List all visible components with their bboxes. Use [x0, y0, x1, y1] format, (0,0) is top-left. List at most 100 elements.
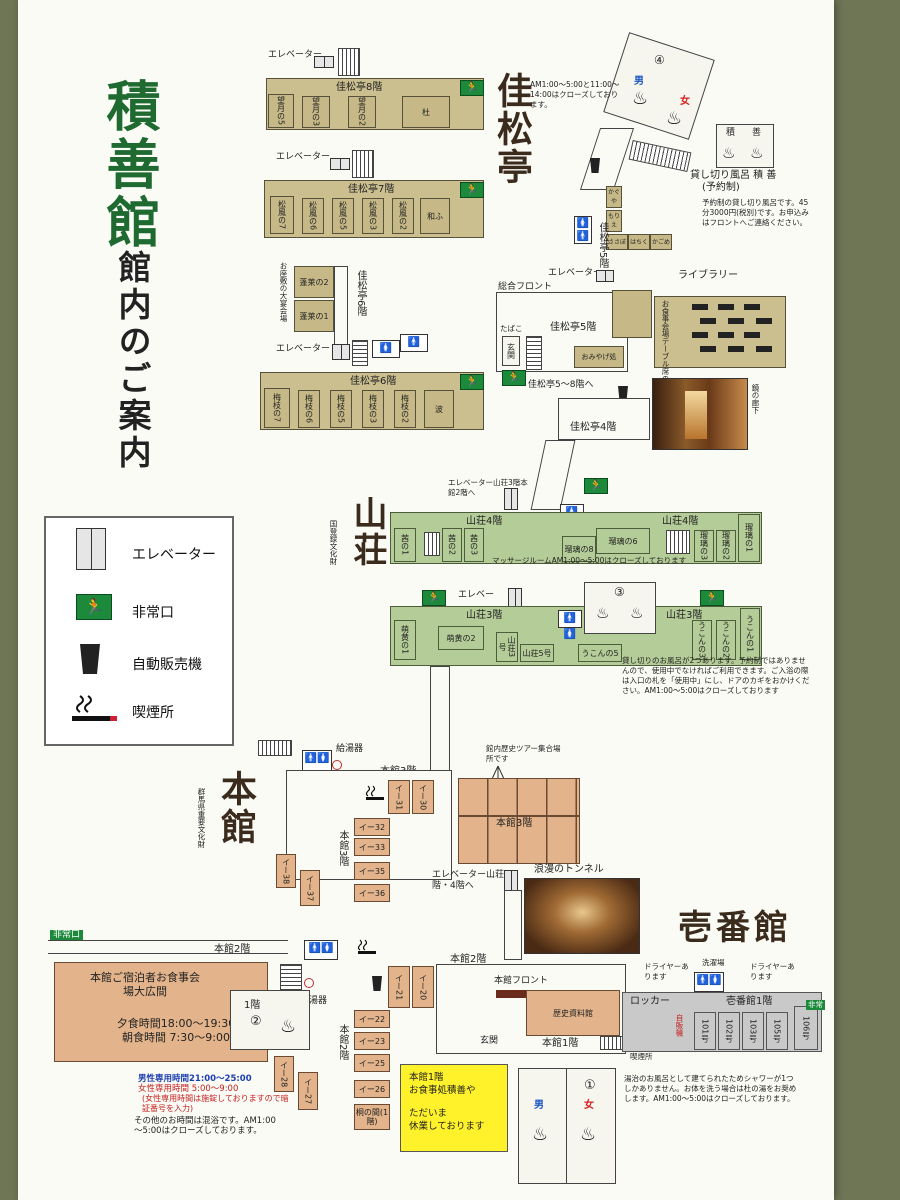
room: 茜の1	[394, 528, 416, 562]
elevator-icon	[504, 870, 518, 892]
floor-label: 佳松亭7階	[348, 184, 395, 195]
men-label: 男	[534, 1100, 544, 1111]
stairs	[600, 1036, 624, 1050]
bath-4-note: AM1:00～5:00と11:00～14:00はクローズしております。	[530, 80, 620, 109]
room: 望月の2	[348, 96, 376, 128]
women-label: 女	[680, 96, 690, 107]
elevator-icon	[76, 528, 106, 570]
stairs	[666, 530, 690, 554]
vending-label: 自販機	[675, 1014, 684, 1037]
elevator-label: エレベーター山荘3階・4階へ	[432, 870, 510, 891]
hot-spring-icon: ♨	[280, 1016, 297, 1037]
stairs	[628, 139, 692, 173]
room: イー25	[354, 1054, 390, 1072]
room: 松風の5	[332, 198, 354, 234]
floor-label: 佳松亭4階	[570, 422, 617, 433]
hot-spring-icon: ♨	[596, 604, 610, 622]
legend-label: 非常口	[132, 605, 174, 621]
bath-1	[518, 1068, 616, 1184]
floor-label: 壱番館1階	[726, 996, 773, 1007]
front-desk-label: 本館フロント	[494, 976, 549, 986]
room: イー22	[354, 1010, 390, 1028]
vending-machine-icon	[372, 976, 382, 991]
guide-sheet: 積善館 館内のご案内 エレベーター 🏃 非常口 自動販売機 喫煙所 佳松亭 エレ…	[18, 0, 834, 1200]
room: 萌黄の1	[394, 620, 416, 660]
elevator-label: エレベーター山荘3階本館2階へ	[448, 478, 528, 497]
bath-label: 積	[726, 128, 736, 138]
legend-label: 喫煙所	[132, 705, 174, 721]
private-bath-title: 貸し切り風呂 積 善	[690, 170, 777, 181]
table-layout	[692, 304, 772, 352]
tunnel-photo	[524, 878, 640, 954]
tunnel-label: 浪漫のトンネル	[534, 864, 604, 875]
room: かごめ	[650, 234, 672, 250]
front-desk-label: 総合フロント	[498, 282, 553, 292]
library	[612, 290, 652, 338]
emergency-exit-icon: 🏃	[460, 80, 484, 96]
room: イー31	[388, 780, 410, 814]
sink-label: 洗濯場	[702, 958, 725, 967]
bath-number: ②	[250, 1014, 262, 1029]
room: かぐや	[606, 186, 622, 208]
stairs	[338, 48, 360, 76]
honkan-name: 本館	[215, 770, 257, 846]
entrance-label: 玄関	[480, 1036, 499, 1046]
room: 松風の6	[302, 198, 324, 234]
floor-label: 山荘3階	[666, 610, 703, 621]
bath-2	[230, 990, 310, 1050]
tour-label: 館内歴史ツアー集合場所です	[486, 744, 561, 763]
room: 106号	[794, 1006, 818, 1050]
legend-smoking: 喫煙所	[62, 690, 224, 730]
floor-label: 本館2階	[214, 944, 251, 955]
emergency-exit-icon: 🏃	[76, 594, 112, 620]
room: イー38	[276, 854, 296, 888]
room: 梅枝の5	[330, 390, 352, 428]
mirror-corridor-photo	[652, 378, 748, 450]
divider	[566, 1068, 567, 1184]
ichibankan-name: 壱番館	[678, 908, 792, 948]
women-label: 女	[584, 1100, 594, 1111]
hot-spring-icon: ♨	[750, 144, 764, 162]
dining-title: 本館ご宿泊者お食事会場大広間	[90, 971, 200, 998]
floor-label: 佳松亭8階	[336, 82, 383, 93]
room: イー27	[298, 1072, 318, 1110]
room: 蓬莱の1	[294, 300, 334, 332]
floor-label: 佳松亭6階	[355, 270, 366, 317]
room: 梅枝の3	[362, 390, 384, 428]
room: 瑠璃の1	[738, 514, 760, 562]
corridor	[430, 666, 450, 776]
smoking-label: 喫煙所	[630, 1052, 653, 1061]
room: イー35	[354, 862, 390, 880]
stairs	[352, 150, 374, 178]
history-room: 歴史資料館	[526, 990, 620, 1036]
dinner-time: 夕食時間18:00～19:30	[116, 1017, 236, 1030]
floor-label: 山荘4階	[662, 516, 699, 527]
notice-line: 休業しております	[409, 1121, 485, 1132]
restroom-icon: 🚺🚹	[574, 216, 592, 244]
bath-3	[584, 582, 656, 634]
banquet-label: お座敷の大宴会場	[279, 262, 288, 322]
bath-number: ①	[584, 1078, 596, 1093]
restroom-icon: 🚺	[372, 340, 400, 358]
stairs	[258, 740, 292, 756]
legend-elevator: エレベーター	[62, 528, 224, 570]
locker-label: ロッカー	[630, 996, 670, 1007]
corridor	[530, 440, 576, 510]
honkan-3f-rooms	[458, 816, 580, 864]
honkan-designation: 群馬県重要文化財	[197, 788, 206, 848]
restroom-icon: 🚹🚺	[304, 940, 338, 960]
elevator-label: エレベー	[458, 590, 495, 600]
notice-line: お食事処積善や	[409, 1085, 476, 1096]
emergency-exit-icon: 🏃	[502, 370, 526, 386]
hot-spring-icon: ♨	[722, 144, 736, 162]
room: 103号	[742, 1012, 764, 1050]
room: 桐の間(1階)	[354, 1104, 390, 1130]
hot-spring-icon: ♨	[666, 108, 683, 129]
vending-machine-icon	[80, 644, 100, 674]
legend-vending: 自動販売機	[62, 642, 224, 682]
room: 茜の3	[464, 528, 484, 562]
room: もりえ	[606, 210, 622, 232]
room: イー21	[388, 966, 410, 1008]
hot-spring-icon: ♨	[532, 1124, 549, 1145]
floor-label: 佳松亭5階	[597, 222, 608, 269]
